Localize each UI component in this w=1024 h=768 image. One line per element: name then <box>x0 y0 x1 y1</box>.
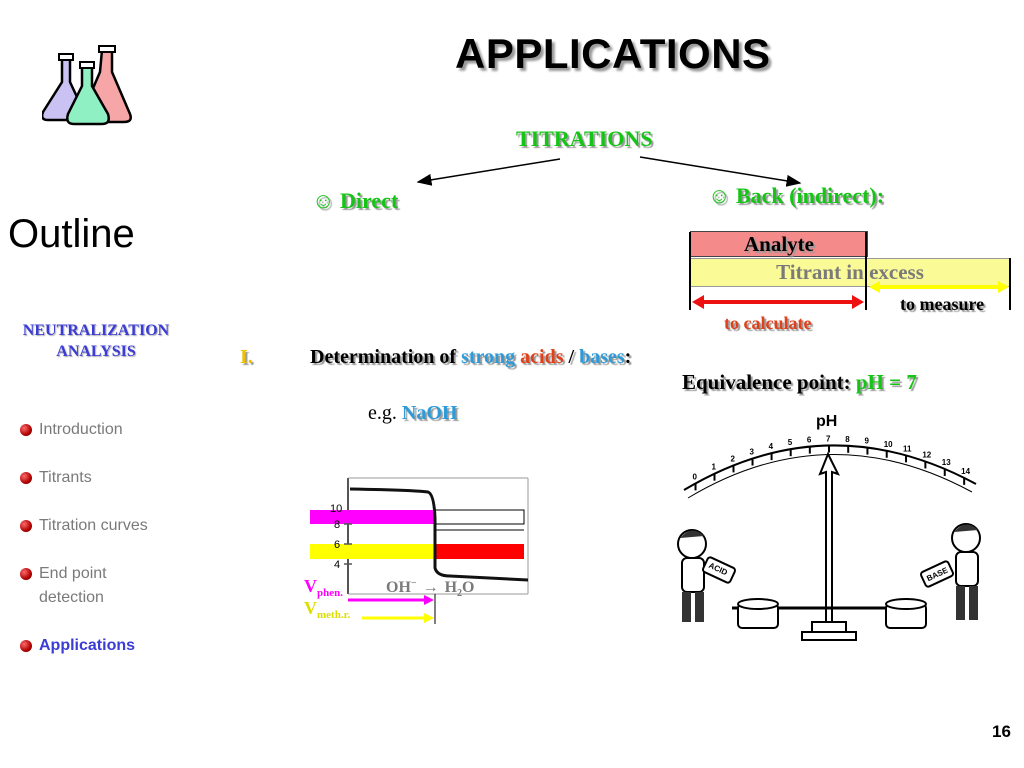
ph-tick-label: 9 <box>864 437 869 446</box>
section-numeral: I. <box>240 346 253 368</box>
ph-tick-label: 12 <box>922 450 931 459</box>
magenta-band <box>310 510 435 524</box>
y-tick-label: 10 <box>330 503 342 515</box>
ph-tick-label: 8 <box>845 435 850 444</box>
titration-curve-plot: 10 8 6 4 Vphen. Vmeth.r. OH−→H2O <box>304 477 529 624</box>
ph-tick-label: 10 <box>884 440 893 449</box>
outline-nav: Introduction Titrants Titration curves E… <box>20 418 200 682</box>
white-band-outline <box>434 509 525 525</box>
back-titration-arrows <box>689 232 1011 310</box>
direct-label: ☺ Direct <box>312 188 399 213</box>
ph-tick-label: 2 <box>730 454 735 463</box>
yellow-band <box>310 544 435 559</box>
nav-item-titration-curves[interactable]: Titration curves <box>20 514 200 538</box>
back-indirect-label: ☺ Back (indirect): <box>708 183 885 208</box>
nav-label: Titration curves <box>39 517 148 534</box>
smiley-icon: ☺ <box>708 183 731 208</box>
ph-tick-label: 4 <box>769 442 774 451</box>
nav-label: Applications <box>39 637 136 654</box>
titrant-excess-box: Titrant in excess <box>690 258 1010 287</box>
to-measure-label: to measure <box>900 294 985 314</box>
ph-tick-label: 6 <box>807 436 812 445</box>
ph-tick-marks <box>694 445 966 491</box>
ph-tick-label: 0 <box>693 472 698 481</box>
bullet-icon <box>20 568 32 580</box>
nav-label: Introduction <box>39 421 123 438</box>
bullet-icon <box>20 424 32 436</box>
ph-tick-label: 11 <box>903 444 912 453</box>
titrations-arrows <box>416 156 802 187</box>
equivalence-point: Equivalence point: pH = 7 <box>682 370 917 394</box>
acid-character: ACID <box>677 529 736 622</box>
nav-label: Titrants <box>39 469 92 486</box>
ph-tick-label: 14 <box>961 467 970 476</box>
reaction-equation: OH−→H2O <box>386 578 475 599</box>
outline-heading: Outline <box>8 212 135 256</box>
slide-title: APPLICATIONS <box>455 30 771 77</box>
to-calculate-label: to calculate <box>724 313 812 333</box>
page-number: 16 <box>992 722 1011 741</box>
nav-item-applications[interactable]: Applications <box>20 634 200 658</box>
y-tick-label: 6 <box>334 539 340 551</box>
section-line-2: ANALYSIS <box>56 343 136 360</box>
titration-curve-line <box>349 487 529 582</box>
base-character: BASE <box>920 523 981 620</box>
v-meth-label: Vmeth.r. <box>304 598 350 621</box>
titrations-heading: TITRATIONS <box>516 126 653 151</box>
bullet-icon <box>20 640 32 652</box>
bullet-icon <box>20 520 32 532</box>
red-band <box>435 544 524 559</box>
example-label: e.g. NaOH <box>368 402 458 424</box>
flasks-icon <box>42 45 132 126</box>
ph-tick-label: 13 <box>942 458 951 467</box>
ph-label: pH <box>816 413 837 430</box>
section-heading: NEUTRALIZATION ANALYSIS <box>0 320 192 362</box>
nav-item-introduction[interactable]: Introduction <box>20 418 200 442</box>
ph-tick-label: 3 <box>750 448 755 457</box>
bullet-icon <box>20 472 32 484</box>
determination-heading: Determination of strong acids / bases: <box>310 346 632 368</box>
ph-tick-label: 7 <box>826 435 831 444</box>
y-tick-label: 4 <box>334 559 340 571</box>
section-line-1: NEUTRALIZATION <box>22 322 170 339</box>
nav-item-titrants[interactable]: Titrants <box>20 466 200 490</box>
y-tick-label: 8 <box>334 519 340 531</box>
v-phen-label: Vphen. <box>304 576 343 599</box>
analyte-box: Analyte <box>690 231 868 257</box>
ph-tick-label: 5 <box>788 438 793 447</box>
smiley-icon: ☺ <box>312 188 335 213</box>
ph-tick-label: 1 <box>711 463 716 472</box>
